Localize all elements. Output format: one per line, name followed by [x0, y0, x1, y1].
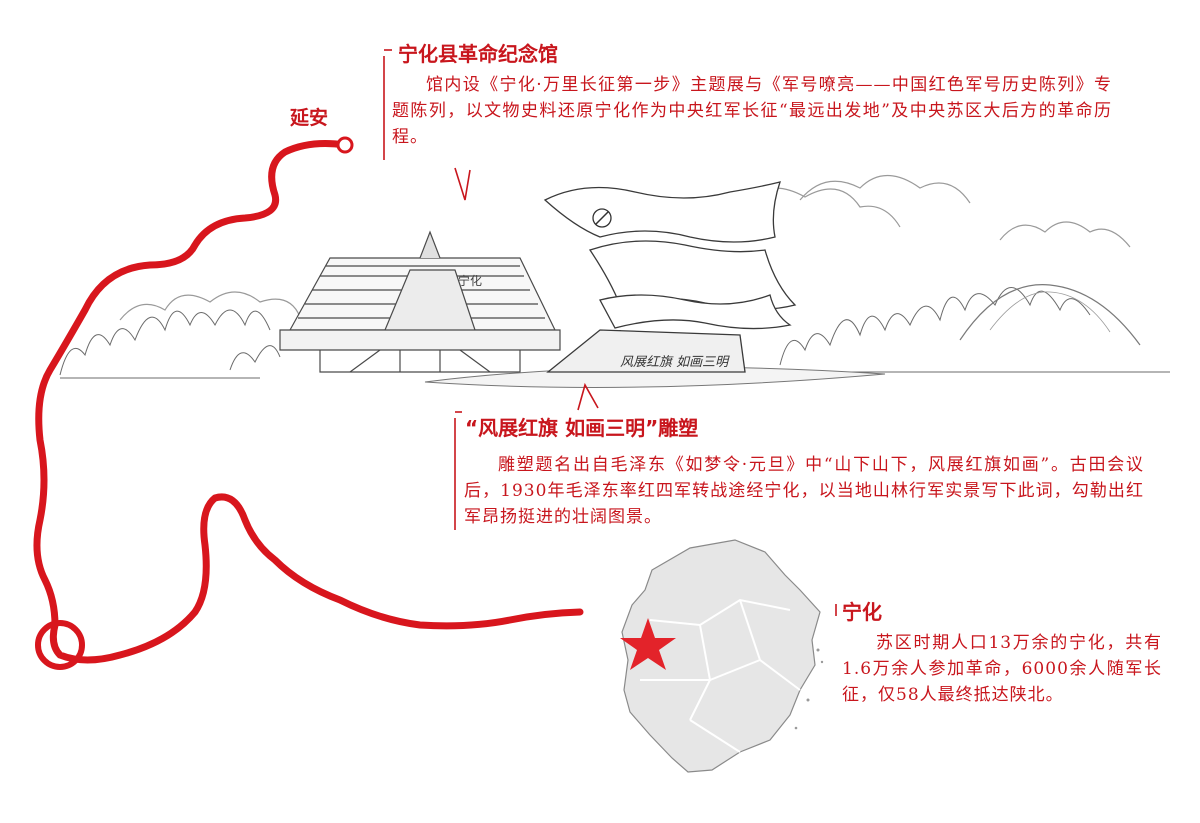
- hill: [959, 284, 1141, 346]
- museum-callout-text: 馆内设《宁化·万里长征第一步》主题展与《军号嘹亮——中国红色军号历史陈列》专题陈…: [392, 75, 1112, 147]
- star-icon: [620, 618, 676, 670]
- callout-pointers: [383, 49, 837, 616]
- tree-line: [59, 287, 1170, 379]
- sculpture-callout-text: 雕塑题名出自毛泽东《如梦令·元旦》中“山下山下，风展红旗如画”。古田会议后，19…: [464, 455, 1144, 527]
- ninghua-callout-text: 苏区时期人口13万余的宁化，共有1.6万余人参加革命，6000余人随军长征，仅5…: [842, 633, 1162, 705]
- region-map: [620, 539, 824, 773]
- long-march-route: [33, 140, 584, 664]
- ninghua-callout-title: 宁化: [842, 600, 882, 624]
- museum-building: [279, 230, 561, 373]
- route-start-label: 延安: [290, 107, 329, 129]
- museum-callout-title: 宁化县革命纪念馆: [398, 42, 558, 66]
- sculpture-callout-title: “风展红旗 如画三明”雕塑: [465, 416, 699, 440]
- route-start-dot-icon: [336, 136, 354, 154]
- sculpture-engraving: 风展红旗 如画三明: [620, 355, 730, 370]
- museum-sign: 宁化: [458, 273, 482, 288]
- flag-sculpture: [543, 181, 797, 373]
